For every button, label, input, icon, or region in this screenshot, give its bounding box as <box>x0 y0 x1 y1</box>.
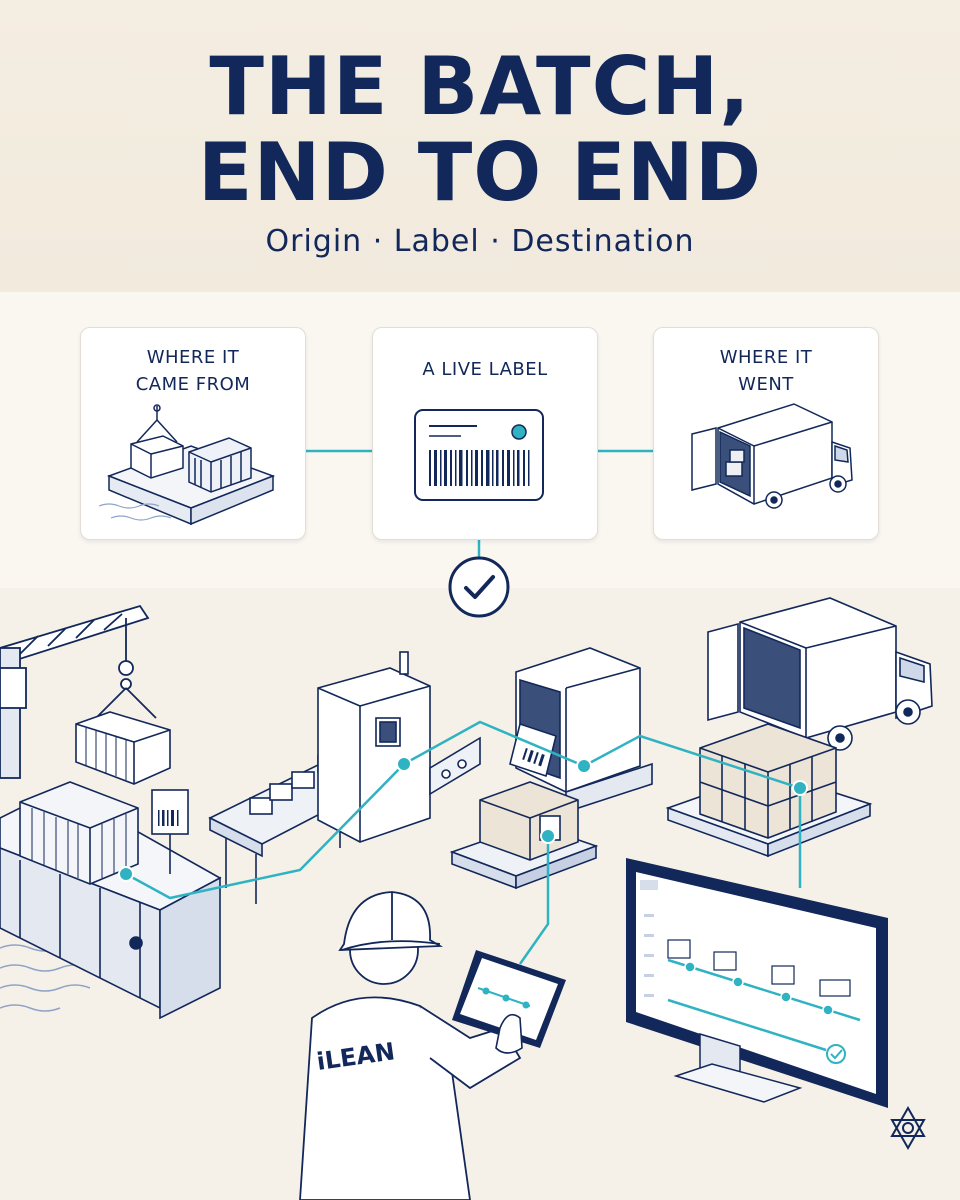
title-line-1: THE BATCH, <box>209 40 751 133</box>
tracking-nodes <box>118 756 808 882</box>
tracking-path <box>125 720 802 965</box>
card-origin-title: WHERE IT CAME FROM <box>81 344 305 398</box>
card-destination-title-line-2: WENT <box>738 374 794 395</box>
card-destination: WHERE IT WENT <box>653 327 879 540</box>
labeled-box <box>449 781 599 890</box>
supply-chain-scene: iLEAN <box>0 597 933 1200</box>
hanging-container <box>75 711 171 785</box>
header-band <box>0 0 960 292</box>
dashboard-check-icon <box>826 1044 846 1064</box>
card-label: A LIVE LABEL <box>372 327 598 540</box>
tablet <box>452 950 566 1054</box>
title-line-2: END TO END <box>197 126 763 219</box>
pallet-boxes <box>665 723 873 858</box>
barcode-sign <box>151 789 189 874</box>
monitor-dashboard <box>626 858 888 1108</box>
worker <box>299 891 522 1200</box>
port-dock-icon <box>98 404 276 526</box>
page-subtitle: Origin · Label · Destination <box>265 224 695 259</box>
crane-icon <box>0 604 157 779</box>
truck-icon <box>707 597 933 751</box>
card-origin-title-line-1: WHERE IT <box>146 347 240 368</box>
brand-logo-icon <box>890 1105 926 1151</box>
label-printer <box>509 647 653 814</box>
check-icon <box>448 556 510 618</box>
barcode <box>429 450 530 486</box>
page-title: THE BATCH, END TO END <box>0 44 960 216</box>
card-origin-title-line-2: CAME FROM <box>135 374 251 395</box>
card-label-title-line-1: A LIVE LABEL <box>422 359 548 380</box>
conveyor-machine <box>208 651 481 904</box>
card-destination-title: WHERE IT WENT <box>654 344 878 398</box>
barcode-label-icon <box>414 409 544 501</box>
card-origin: WHERE IT CAME FROM <box>80 327 306 540</box>
card-destination-title-line-1: WHERE IT <box>719 347 813 368</box>
truck-icon <box>691 403 853 509</box>
card-label-title: A LIVE LABEL <box>373 356 597 383</box>
container-icon <box>19 781 139 885</box>
